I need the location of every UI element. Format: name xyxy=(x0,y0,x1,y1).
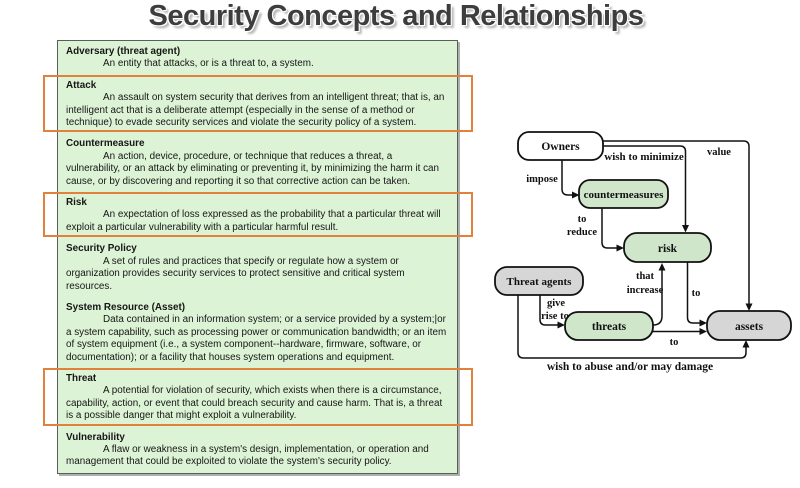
term-label: Threat xyxy=(66,372,97,384)
node-assets: assets xyxy=(706,310,792,341)
node-risk-label: risk xyxy=(658,243,678,255)
edge-threat-agents-give-rise-threats xyxy=(539,295,565,329)
node-threats-box xyxy=(564,311,654,341)
node-assets-box xyxy=(706,310,792,341)
node-owners: Owners xyxy=(517,131,604,161)
term-label: Attack xyxy=(66,79,97,91)
edge-label-impose: impose xyxy=(526,174,558,185)
edge-label-that-increase-line1: that xyxy=(636,271,655,282)
edge-threat-agents-abuse-assets xyxy=(517,295,750,359)
term-label: Countermeasure xyxy=(66,138,145,150)
node-owners-box xyxy=(517,131,604,161)
section-system-resource: System Resource (Asset) Data contained i… xyxy=(66,302,449,364)
edge-owners-value-assets xyxy=(602,140,753,311)
edge-label-give-rise-line1: give xyxy=(547,298,565,309)
node-countermeasures: countermeasures xyxy=(578,179,669,209)
term-definition: A set of rules and practices that specif… xyxy=(66,255,405,292)
term-definition: An expectation of loss expressed as the … xyxy=(66,209,441,233)
node-risk-box xyxy=(623,232,712,263)
definitions-panel: Adversary (threat agent) An entity that … xyxy=(43,40,473,474)
node-threat-agents: Threat agents xyxy=(494,266,584,296)
section-vulnerability: Vulnerability A flaw or weakness in a sy… xyxy=(66,432,449,469)
section-security-policy: Security Policy A set of rules and pract… xyxy=(66,243,449,293)
edge-risk-to-assets xyxy=(686,262,707,327)
term-definition: An action, device, procedure, or techniq… xyxy=(66,150,440,187)
edge-label-to-reduce-line1: to xyxy=(578,214,587,225)
term-definition: A flaw or weakness in a system's design,… xyxy=(66,443,429,468)
term-label: Vulnerability xyxy=(66,431,125,443)
node-countermeasures-label: countermeasures xyxy=(584,189,665,201)
edge-label-value: value xyxy=(707,147,731,158)
term-label: System Resource (Asset) xyxy=(66,301,186,313)
edge-label-risk-to: to xyxy=(692,288,701,299)
term-label: Security Policy xyxy=(66,243,137,255)
edge-label-that-increase-line2: increase xyxy=(627,285,664,296)
term-definition: An assault on system security that deriv… xyxy=(66,92,445,129)
node-threats-label: threats xyxy=(592,321,627,333)
edge-threats-that-increase-risk xyxy=(652,263,666,326)
edge-owners-impose-countermeasures xyxy=(561,160,580,199)
section-adversary: Adversary (threat agent) An entity that … xyxy=(66,46,449,71)
term-label: Adversary (threat agent) xyxy=(66,46,181,57)
node-risk: risk xyxy=(623,232,712,263)
node-countermeasures-box xyxy=(578,179,669,209)
term-definition: An entity that attacks, or is a threat t… xyxy=(103,58,314,70)
edge-label-give-rise-line2: rise to xyxy=(541,311,569,322)
edge-owners-wish-to-minimize-risk xyxy=(602,145,689,233)
term-definition: Data contained in an information system;… xyxy=(66,314,447,363)
edge-countermeasures-to-reduce-risk xyxy=(601,208,624,252)
edge-label-to-reduce-line2: reduce xyxy=(567,227,597,238)
edge-label-wish-to-abuse: wish to abuse and/or may damage xyxy=(547,361,713,373)
edge-label-wish-to-minimize: wish to minimize xyxy=(604,151,684,163)
section-countermeasure: Countermeasure An action, device, proced… xyxy=(66,138,449,188)
node-threats: threats xyxy=(564,311,654,341)
node-threat-agents-box xyxy=(494,266,584,296)
term-definition: A potential for violation of security, w… xyxy=(66,385,443,422)
node-owners-label: Owners xyxy=(541,141,580,153)
term-label: Risk xyxy=(66,197,87,209)
edge-label-threats-to: to xyxy=(670,337,679,348)
node-assets-label: assets xyxy=(735,321,764,333)
node-threat-agents-label: Threat agents xyxy=(507,276,573,288)
page-title: Security Concepts and Relationships xyxy=(148,0,644,32)
